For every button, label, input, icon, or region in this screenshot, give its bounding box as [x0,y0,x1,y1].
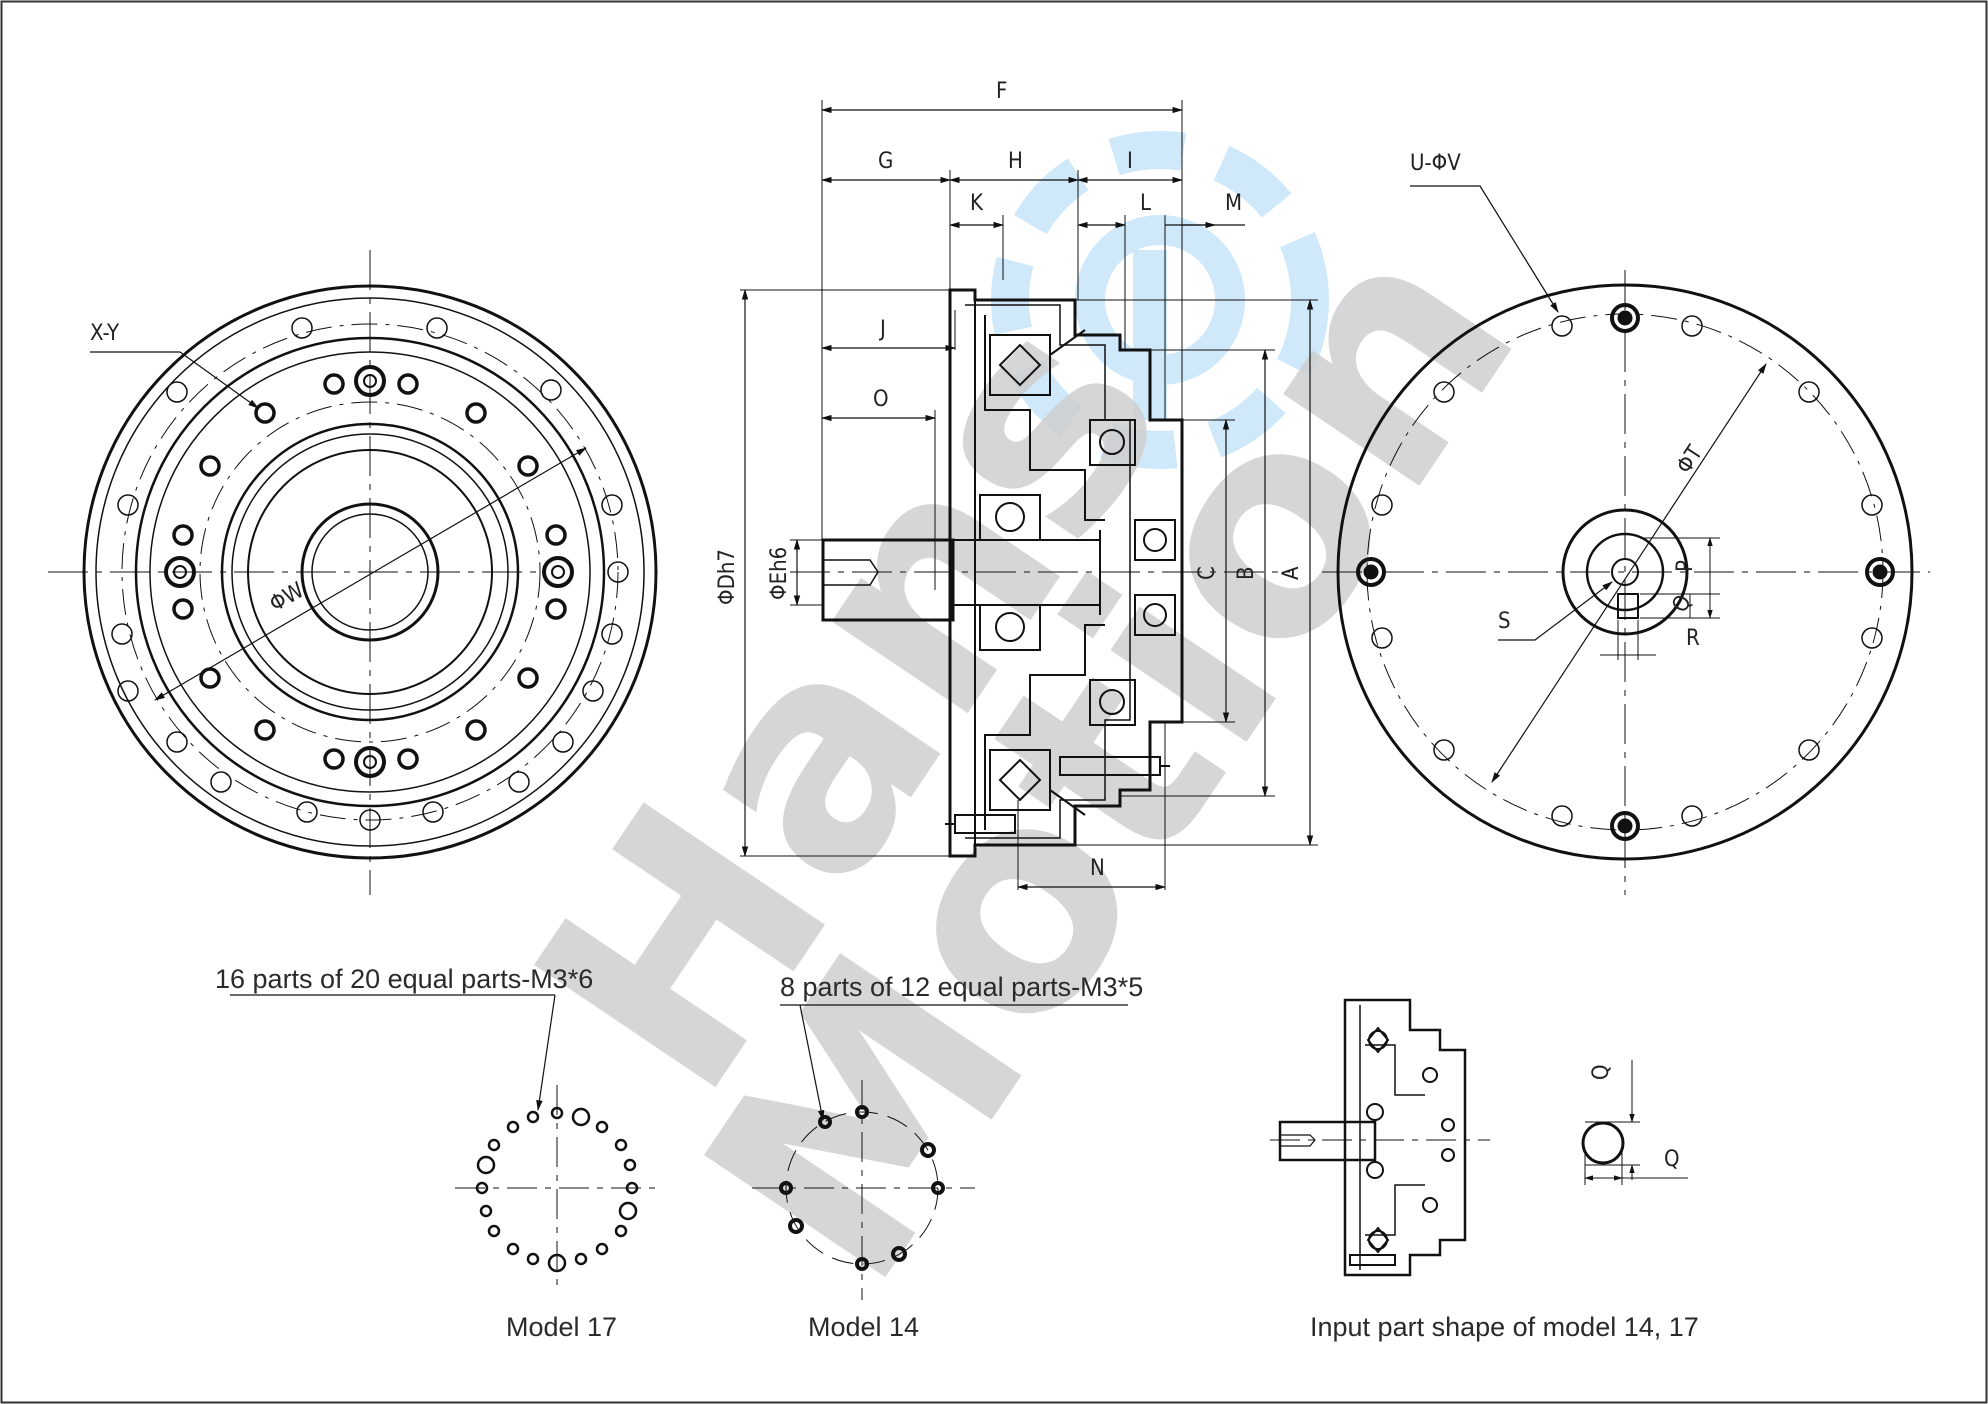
dim-Dh7: ΦDh7 [715,549,740,605]
dim-H: H [1008,149,1023,174]
dim-I: I [1127,149,1133,174]
dim-J: J [878,317,886,342]
rear-view [1322,185,1930,895]
model14-caption: Model 14 [808,1312,919,1342]
model14-note: 8 parts of 12 equal parts-M3*5 [780,972,1143,1002]
dim-O: O [873,387,889,412]
dim-G: G [878,149,893,174]
model17-note: 16 parts of 20 equal parts-M3*6 [215,964,593,994]
input-q-vertical: Q [1589,1064,1614,1080]
dim-F: F [996,79,1007,104]
dim-C: C [1195,566,1220,580]
dim-L: L [1140,191,1151,216]
input-caption: Input part shape of model 14, 17 [1310,1312,1699,1342]
input-part-detail [1270,998,1688,1277]
dim-A: A [1279,566,1304,580]
watermark-logo: Hans Motion [470,131,1583,1340]
dim-K: K [970,191,984,216]
front-view [48,250,658,895]
rear-small-holes [1371,315,1883,827]
rear-uv-label: U-ΦV [1410,151,1461,176]
dim-M: M [1225,191,1242,216]
dim-N: N [1090,856,1105,881]
model17-caption: Model 17 [506,1312,617,1342]
input-q-horizontal: Q [1664,1147,1680,1172]
dim-Eh6: ΦEh6 [767,547,792,600]
rear-r-label: R [1686,626,1700,651]
rear-large-holes [1356,303,1895,841]
rear-p-label: P [1673,560,1698,572]
model14-detail [752,1004,1128,1300]
rear-s-label: S [1498,609,1511,634]
side-view [740,100,1318,891]
rear-t-label: ΦT [1672,441,1709,479]
model17-detail [230,994,660,1290]
front-xy-label: X-Y [90,321,120,346]
dim-B: B [1234,566,1259,580]
